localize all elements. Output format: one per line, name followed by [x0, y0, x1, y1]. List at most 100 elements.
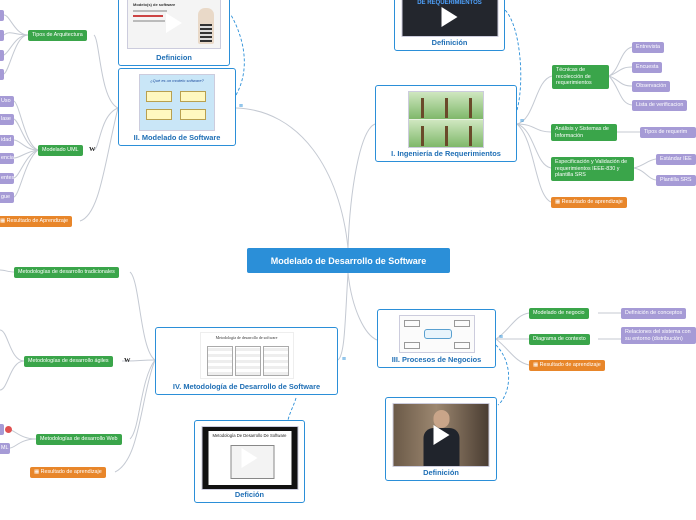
- diagram-node: [403, 320, 420, 327]
- leaf-estandar-ieee[interactable]: Estándar IEE: [656, 154, 696, 165]
- leaf-uml-clase[interactable]: lase: [0, 114, 14, 125]
- tree-trunk: [421, 98, 424, 118]
- branch-label: Resultado de Aprendizaje: [6, 218, 69, 224]
- branch-modelado-uml[interactable]: Modelado UML: [38, 145, 83, 156]
- tree-trunk: [469, 98, 472, 118]
- note-icon[interactable]: ≡: [498, 334, 503, 341]
- word-icon[interactable]: W: [124, 357, 131, 364]
- leaf-relaciones-sistema[interactable]: Relaciones del sistema con su entorno (d…: [621, 327, 696, 344]
- diagram-node: [453, 320, 470, 327]
- presenter-head: [433, 410, 450, 428]
- branch-modelado-negocio[interactable]: Modelado de negocio: [529, 308, 589, 319]
- leaf-uml-componentes[interactable]: entes: [0, 173, 14, 184]
- leaf-cut[interactable]: [0, 69, 4, 80]
- modelado-thumbnail: ¿Qué es un modelo software?: [139, 74, 215, 131]
- note-icon[interactable]: ≡: [238, 103, 243, 110]
- play-icon[interactable]: [441, 7, 458, 27]
- branch-label: Resultado de aprendizaje: [40, 469, 102, 475]
- diagram-node: [403, 342, 420, 349]
- thumb-title: ¿Qué es un modelo software?: [150, 78, 204, 83]
- branch-tecnicas-recoleccion[interactable]: Técnicas de recolección de requerimiento…: [552, 65, 609, 89]
- definicion-thumbnail: Modelo(s) de software: [127, 0, 221, 49]
- note-icon[interactable]: ≡: [519, 118, 524, 125]
- tree-trunk: [445, 98, 448, 118]
- branch-analisis-sistemas[interactable]: Análisis y Sistemas de Información: [551, 124, 617, 141]
- striped-shirt: [200, 24, 212, 42]
- link-icon[interactable]: [5, 426, 12, 433]
- leaf-web-uml[interactable]: ML: [0, 443, 10, 454]
- thumb-title: Modelo(s) de software: [133, 2, 176, 7]
- card-caption: II. Modelado de Software: [133, 133, 221, 142]
- branch-tipos-arquitectura[interactable]: Tipos de Arquitectura: [28, 30, 87, 41]
- leaf-observacion[interactable]: Observación: [632, 81, 671, 92]
- leaf-plantilla-srs[interactable]: Plantilla SRS: [656, 175, 696, 186]
- tree-trunk: [469, 126, 472, 146]
- thumb-title: DE REQUERIMIENTOS: [417, 0, 482, 6]
- leaf-lista-verificacion[interactable]: Lista de verificacion: [632, 100, 688, 111]
- card-caption: I. Ingeniería de Requerimientos: [391, 149, 501, 158]
- thumb-line: [133, 20, 165, 22]
- card-caption: Defición: [234, 490, 265, 499]
- branch-metodologias-web[interactable]: Metodologías de desarrollo Web: [36, 434, 122, 445]
- defcion-video-thumbnail: Metodología De Desarrollo De Software: [201, 426, 298, 490]
- thumb-table: [234, 346, 261, 376]
- word-icon[interactable]: W: [89, 146, 96, 153]
- tree-trunk: [421, 126, 424, 146]
- leaf-encuesta[interactable]: Encuesta: [632, 62, 663, 73]
- play-icon[interactable]: [433, 425, 449, 445]
- tree-swing-cartoon: [408, 91, 484, 148]
- note-icon[interactable]: ≡: [341, 356, 346, 363]
- branch-resultado-aprendizaje-req[interactable]: ▦ Resultado de aprendizaje: [551, 197, 627, 208]
- leaf-tipos-requerimientos[interactable]: Tipos de requerim: [640, 127, 696, 138]
- leaf-cut[interactable]: [0, 30, 4, 41]
- diagram-node: [453, 342, 470, 349]
- card-definicion-modelado[interactable]: Modelo(s) de software Definicion: [118, 0, 230, 66]
- leaf-definicion-conceptos[interactable]: Definición de conceptos: [621, 308, 687, 319]
- process-diagram-thumbnail: [398, 315, 475, 353]
- leaf-cut[interactable]: [0, 424, 4, 435]
- card-metodologia-desarrollo[interactable]: Metodología de desarrollo de software IV…: [155, 327, 346, 395]
- result-icon: ▦: [533, 362, 539, 368]
- card-ingenieria-requerimientos[interactable]: I. Ingeniería de Requerimientos ≡: [375, 85, 524, 162]
- thumb-table: [206, 346, 233, 376]
- branch-metodologias-agiles[interactable]: Metodologías de desarrollo ágiles: [24, 356, 113, 367]
- thumb-line: [133, 15, 163, 17]
- play-icon[interactable]: [166, 13, 182, 33]
- branch-resultado-aprendizaje[interactable]: ▦ Resultado de Aprendizaje: [0, 216, 73, 227]
- thumb-line: [133, 10, 167, 12]
- leaf-cut[interactable]: [0, 50, 4, 61]
- central-topic[interactable]: Modelado de Desarrollo de Software: [247, 248, 450, 273]
- card-definicion-requerimientos[interactable]: DE REQUERIMIENTOS Definición: [394, 0, 505, 51]
- card-deficion-metodologia[interactable]: Metodología De Desarrollo De Software De…: [194, 420, 305, 503]
- card-caption: IV. Metodología de Desarrollo de Softwar…: [172, 382, 321, 391]
- thumb-title: Metodología de desarrollo de software: [215, 335, 278, 340]
- thumb-table: [262, 346, 289, 376]
- branch-especificacion-validacion[interactable]: Especificación y Validación de requerimi…: [551, 157, 634, 181]
- result-icon: ▦: [34, 469, 40, 475]
- result-icon: ▦: [555, 199, 561, 205]
- card-definicion-procesos[interactable]: Definición: [385, 397, 497, 481]
- card-modelado-software[interactable]: ¿Qué es un modelo software? II. Modelado…: [118, 68, 243, 146]
- branch-resultado-aprendizaje-proc[interactable]: ▦ Resultado de aprendizaje: [529, 360, 605, 371]
- leaf-uml-despliegue[interactable]: gue: [0, 192, 14, 203]
- branch-metodologias-tradicionales[interactable]: Metodologías de desarrollo tradicionales: [14, 267, 119, 278]
- branch-diagrama-contexto[interactable]: Diagrama de contexto: [529, 334, 590, 345]
- diagram-box: [146, 109, 172, 120]
- card-caption: Definicion: [156, 53, 192, 62]
- tree-trunk: [445, 126, 448, 146]
- presenter-video-thumbnail: [392, 403, 490, 467]
- play-icon[interactable]: [241, 448, 258, 468]
- diagram-box: [146, 91, 172, 102]
- diagram-box: [180, 109, 206, 120]
- leaf-entrevista[interactable]: Entrevista: [632, 42, 664, 53]
- leaf-uml-uso[interactable]: Uso: [0, 96, 14, 107]
- card-procesos-negocios[interactable]: III. Procesos de Negocios ≡: [377, 309, 503, 368]
- card-caption: Definición: [431, 38, 468, 47]
- branch-resultado-aprendizaje-met[interactable]: ▦ Resultado de aprendizaje: [30, 467, 106, 478]
- leaf-cut[interactable]: [0, 10, 4, 21]
- thumb-title: Metodología De Desarrollo De Software: [212, 433, 287, 438]
- leaf-uml-actividad[interactable]: idad: [0, 135, 14, 146]
- result-icon: ▦: [0, 218, 6, 224]
- definicion-video-thumbnail: DE REQUERIMIENTOS: [401, 0, 498, 37]
- leaf-uml-secuencia[interactable]: encia: [0, 153, 14, 164]
